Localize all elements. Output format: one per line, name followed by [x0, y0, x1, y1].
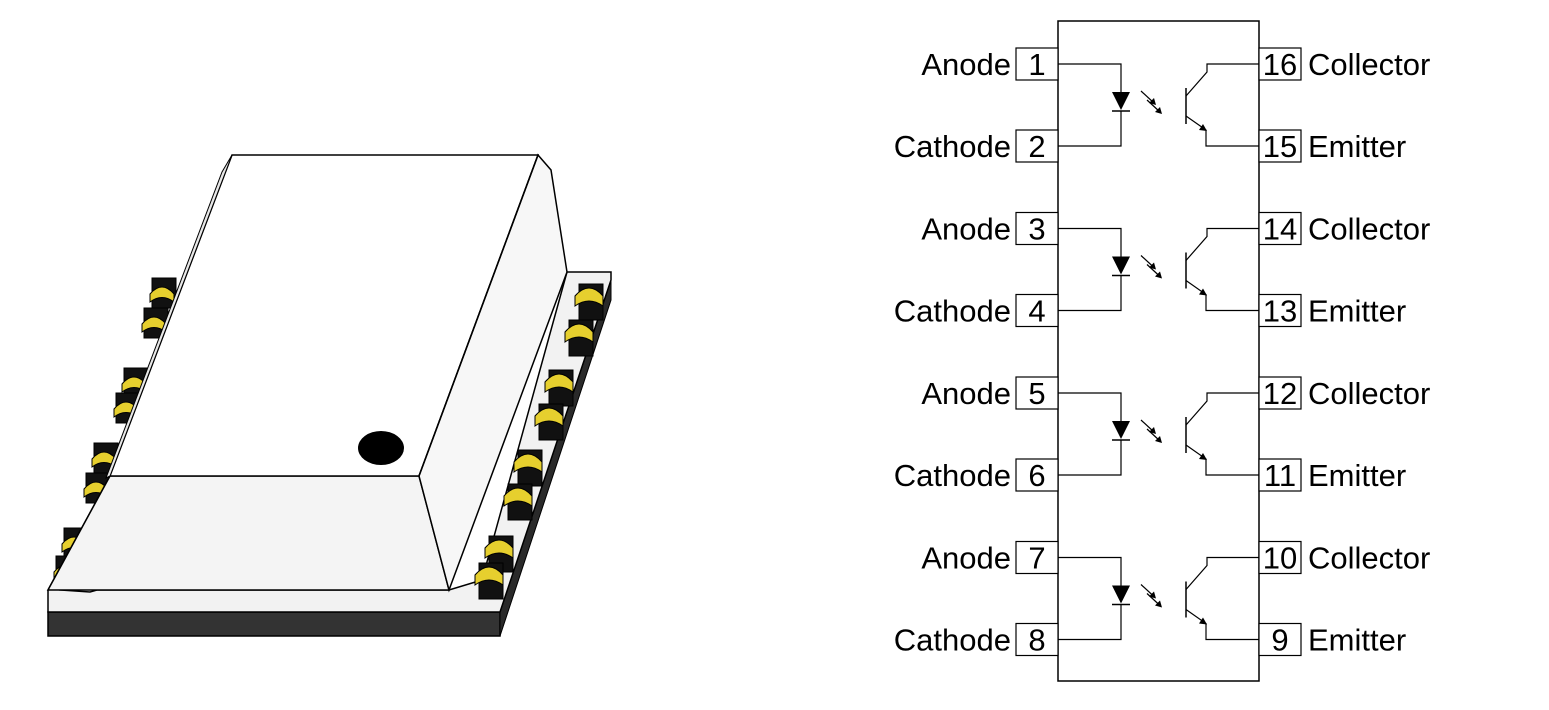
- pin-label: Collector: [1308, 376, 1430, 411]
- phototransistor-symbol: [1185, 63, 1259, 147]
- pin-label: Collector: [1308, 541, 1430, 576]
- pin-box: [1258, 540, 1302, 575]
- pin-box: [1258, 129, 1302, 163]
- pin-number: 14: [1263, 212, 1297, 247]
- package-pin: [474, 562, 504, 600]
- channel-4: 7 Anode 8 Cathode 10 Collector 9 Emitter: [894, 541, 1431, 658]
- light-emission-arrows: [1140, 90, 1162, 114]
- package-pin: [544, 369, 574, 407]
- phototransistor-symbol: [1185, 556, 1259, 641]
- pin-number: 3: [1028, 212, 1045, 247]
- pin-label: Cathode: [894, 129, 1011, 164]
- package-pin: [564, 319, 594, 357]
- pin-box: [1015, 458, 1059, 492]
- pin-box: [1258, 376, 1302, 410]
- pin-label: Emitter: [1308, 129, 1406, 164]
- pin-label: Anode: [921, 376, 1011, 411]
- channel-2: 3 Anode 4 Cathode 14 Collector 13 Emitter: [894, 212, 1431, 329]
- pin-box: [1015, 540, 1059, 575]
- package-pin: [574, 283, 604, 321]
- pin-box: [1015, 47, 1059, 81]
- pin-number: 13: [1263, 294, 1297, 329]
- pin-number: 12: [1263, 376, 1297, 411]
- pin-label: Anode: [921, 541, 1011, 576]
- pin-label: Emitter: [1308, 294, 1406, 329]
- pin-number: 10: [1263, 541, 1297, 576]
- package-pin: [503, 483, 533, 521]
- light-emission-arrows: [1140, 255, 1162, 279]
- package-base-shadow: [47, 611, 501, 637]
- right-pin-row: [474, 283, 604, 600]
- pin-number: 5: [1028, 376, 1045, 411]
- pin-label: Cathode: [894, 623, 1011, 658]
- package-pin: [534, 403, 564, 441]
- ic-body-outline: [1057, 20, 1260, 682]
- pin-label: Cathode: [894, 294, 1011, 329]
- led-diode-symbol: [1058, 392, 1130, 476]
- pin-number: 4: [1028, 294, 1045, 329]
- pin-number: 9: [1271, 623, 1288, 658]
- phototransistor-symbol: [1185, 392, 1259, 476]
- pin-number: 2: [1028, 129, 1045, 164]
- pin-box: [1015, 211, 1059, 246]
- phototransistor-symbol: [1185, 227, 1259, 312]
- pin-box: [1258, 458, 1302, 492]
- pin-number: 1: [1028, 47, 1045, 82]
- pin-number: 16: [1263, 47, 1297, 82]
- pin-label: Anode: [921, 47, 1011, 82]
- pin-label: Cathode: [894, 458, 1011, 493]
- light-emission-arrows: [1140, 419, 1162, 443]
- pin-label: Emitter: [1308, 623, 1406, 658]
- led-diode-symbol: [1058, 63, 1130, 147]
- pin-label: Anode: [921, 212, 1011, 247]
- package-pin: [513, 449, 543, 487]
- channel-1: 1 Anode 2 Cathode 16 Collector 15 Emitter: [894, 47, 1431, 164]
- pin-box: [1258, 293, 1302, 328]
- pin-number: 8: [1028, 623, 1045, 658]
- pin-number: 15: [1263, 129, 1297, 164]
- pin1-marker-dot: [358, 431, 404, 465]
- pin-number: 11: [1264, 458, 1296, 493]
- pin-label: Collector: [1308, 212, 1430, 247]
- light-emission-arrows: [1140, 584, 1162, 608]
- led-diode-symbol: [1058, 227, 1130, 312]
- pin-number: 6: [1028, 458, 1045, 493]
- pin-label: Collector: [1308, 47, 1430, 82]
- package-3d-illustration: [46, 153, 612, 637]
- pin-number: 7: [1028, 541, 1045, 576]
- pin-box: [1015, 129, 1059, 163]
- led-diode-symbol: [1058, 556, 1130, 641]
- channel-3: 5 Anode 6 Cathode 12 Collector 11 Emitter: [894, 376, 1431, 493]
- pin-label: Emitter: [1308, 458, 1406, 493]
- package-body-bevel: [105, 154, 233, 480]
- package-body-front: [46, 475, 450, 591]
- pin-box: [1258, 622, 1302, 657]
